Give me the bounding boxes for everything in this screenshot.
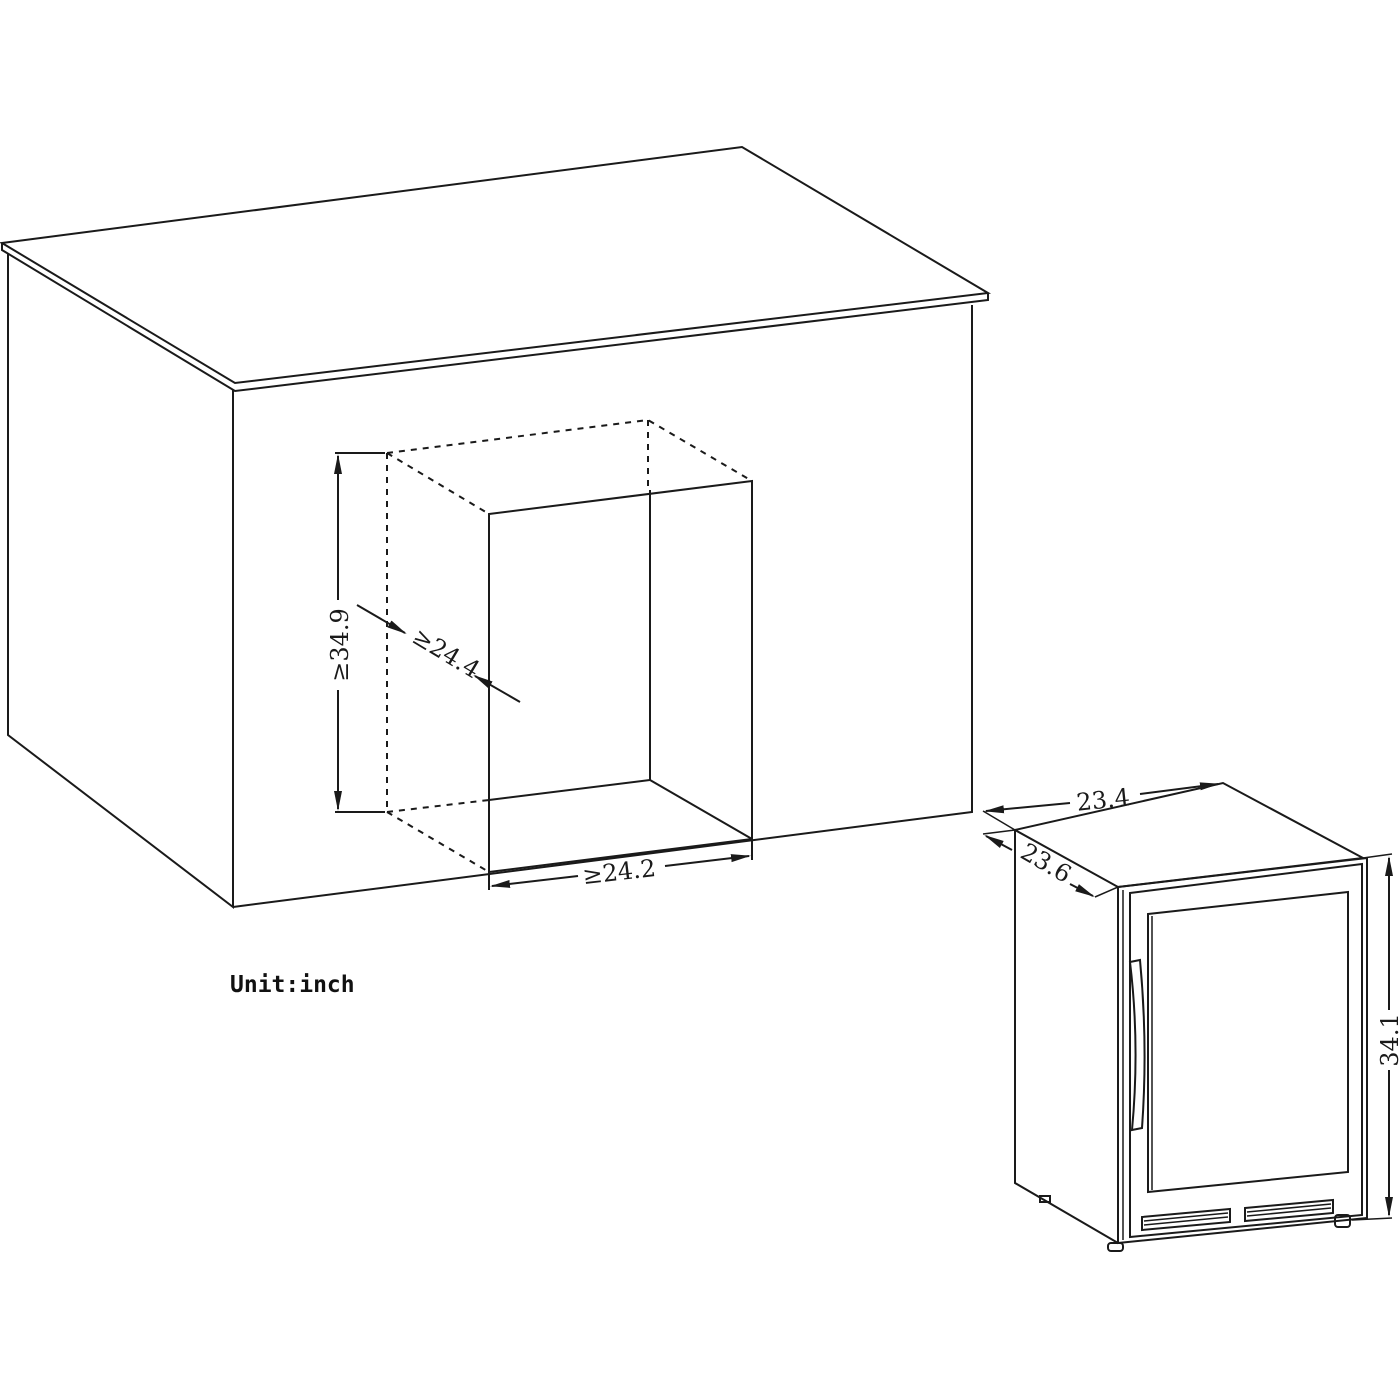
cutout-width-dimension: ≥24.2 xyxy=(488,852,753,890)
countertop-edge xyxy=(0,243,989,393)
appliance-depth-dimension: 23.6 xyxy=(982,829,1119,898)
leveling-foot xyxy=(1107,1242,1124,1252)
cutout-depth-label: ≥24.4 xyxy=(407,622,484,684)
cabinet-side xyxy=(7,253,234,910)
appliance-height-dimension: 34.1 xyxy=(1351,853,1400,1221)
door-frame xyxy=(1129,862,1363,1239)
cabinet-front xyxy=(232,305,973,908)
door-handle[interactable] xyxy=(1128,958,1146,1132)
cooler-front xyxy=(1117,856,1368,1245)
appliance-height-label: 34.1 xyxy=(1376,1013,1400,1066)
cabinet xyxy=(0,145,992,910)
leveling-foot xyxy=(1334,1214,1351,1228)
leveling-foot xyxy=(1039,1195,1051,1203)
countertop-top xyxy=(0,145,992,385)
cutout-opening xyxy=(386,418,753,888)
appliance-width-label: 23.4 xyxy=(1075,783,1131,816)
cooler-side xyxy=(1014,830,1119,1244)
appliance-width-dimension: 23.4 xyxy=(982,782,1220,831)
cutout-depth-dimension: ≥24.4 xyxy=(356,604,521,703)
cutout-height-label: ≥34.9 xyxy=(326,608,354,682)
door-glass xyxy=(1147,890,1349,1194)
appliance-depth-label: 23.6 xyxy=(1016,838,1076,889)
unit-label: Unit:inch xyxy=(230,972,355,998)
wine-cooler xyxy=(1012,781,1368,1252)
cutout-height-dimension: ≥34.9 xyxy=(326,452,385,813)
vent-grille xyxy=(1141,1198,1334,1232)
